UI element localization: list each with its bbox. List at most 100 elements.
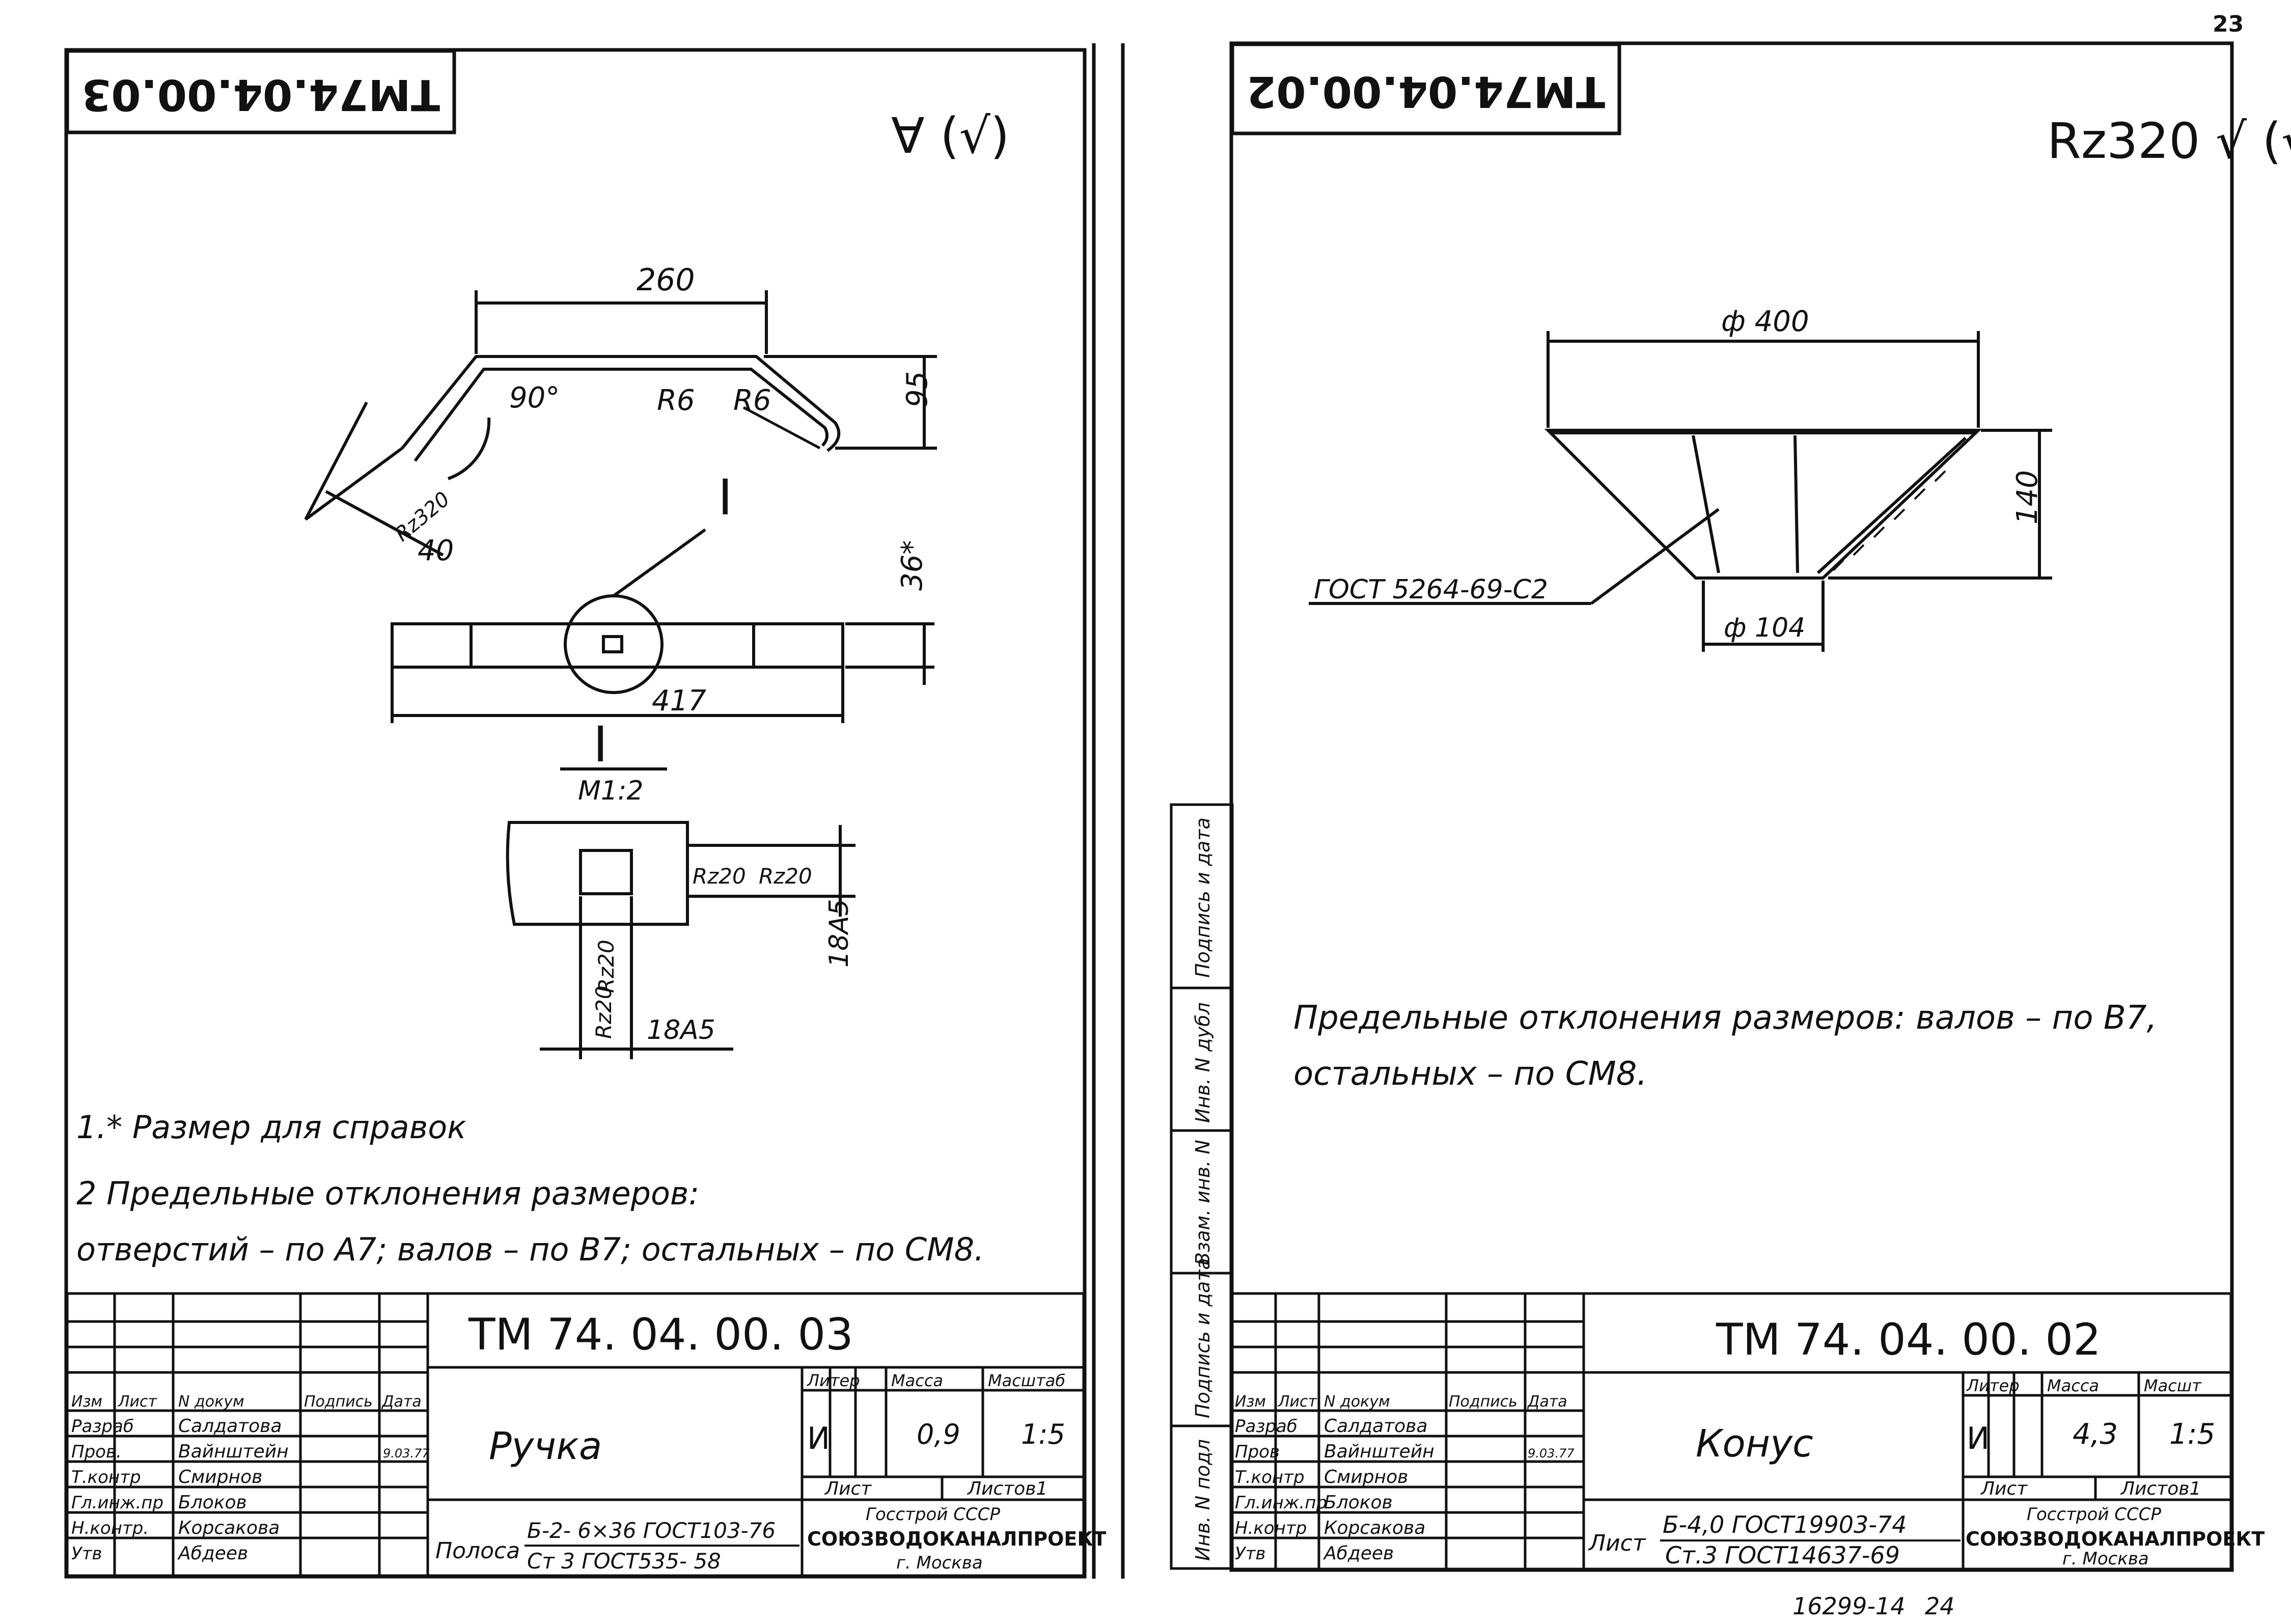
weld-spec: ГОСТ 5264-69-С2: [1314, 574, 1548, 605]
left-tb-role-5: Н.контр.: [71, 1518, 149, 1538]
left-tb-role-4: Гл.инж.пр: [71, 1493, 163, 1513]
right-rotated-code: ТМ74.04.00.02: [1247, 67, 1605, 117]
right-code-box: [1230, 42, 1621, 135]
detail-rz-c: Rz20: [594, 940, 619, 993]
left-tb-code: ТМ 74. 04. 00. 03: [468, 1309, 853, 1360]
left-tb-sheet: Лист: [824, 1478, 872, 1499]
dim-cone-height: 140: [2011, 470, 2044, 525]
left-code-box: [65, 49, 456, 134]
archive-sheet: 24: [1925, 1592, 1955, 1620]
side-strip-3: Взам. инв. N: [1192, 1140, 1214, 1265]
right-tb-mass: 4,3: [2073, 1418, 2118, 1451]
detail-size-v: 18A5: [824, 899, 854, 968]
left-tb-mass: 0,9: [917, 1418, 960, 1450]
left-tb-name-5: Корсакова: [178, 1518, 280, 1538]
detail-rz-b: Rz20: [759, 864, 812, 889]
right-tb-org1: Госстрой СССР: [2027, 1504, 2161, 1525]
cone-drawing: [1309, 331, 2052, 652]
right-tb-org2: СОЮЗВОДОКАНАЛПРОЕКТ: [1966, 1528, 2265, 1550]
dim-height: 95: [901, 371, 934, 407]
right-tb-role-6: Утв: [1235, 1544, 1266, 1564]
left-tb-name-1: Салдатова: [178, 1416, 282, 1437]
left-tb-hdr-mass: Масса: [891, 1371, 943, 1390]
right-tb-name-6: Абдеев: [1323, 1543, 1394, 1564]
left-tb-hdr-date: Дата: [381, 1393, 422, 1411]
dim-thickness: 36*: [896, 540, 929, 591]
right-tb-name-4: Блоков: [1324, 1492, 1393, 1513]
note-3: отверстий – по A7; валов – по B7; осталь…: [76, 1231, 984, 1268]
left-tb-name-2: Вайнштейн: [178, 1441, 289, 1462]
left-tb-hdr-scale: Масштаб: [988, 1371, 1065, 1390]
right-tb-material-top: Б-4,0 ГОСТ19903-74: [1663, 1511, 1907, 1538]
right-tb-name-3: Смирнов: [1324, 1467, 1408, 1488]
right-tb-role-5: Н.контр: [1235, 1518, 1307, 1538]
left-tb-date: 9.03.77: [383, 1446, 430, 1461]
right-tb-date: 9.03.77: [1528, 1446, 1575, 1461]
left-tb-liter: И: [807, 1421, 830, 1456]
side-strip-5: Инв. N подл: [1192, 1439, 1214, 1561]
dim-radius-2: R6: [733, 384, 771, 417]
right-note-1: Предельные отклонения размеров: валов – …: [1293, 999, 2157, 1037]
right-tb-role-1: Разраб: [1235, 1416, 1298, 1437]
left-tb-name-6: Абдеев: [177, 1543, 248, 1564]
detail-view: [506, 821, 855, 1059]
left-tb-name-3: Смирнов: [178, 1467, 262, 1488]
left-tb-name: Ручка: [489, 1424, 602, 1468]
dim-flange: 40: [418, 534, 454, 567]
left-tb-role-6: Утв: [71, 1544, 102, 1564]
left-tb-material-bottom: Ст 3 ГОСТ535- 58: [527, 1549, 721, 1574]
right-tb-sheets: Листов1: [2120, 1478, 2201, 1499]
left-tb-role-2: Пров.: [71, 1442, 122, 1462]
right-tb-code: ТМ 74. 04. 00. 02: [1716, 1314, 2101, 1365]
right-note-2: остальных – по СМ8.: [1293, 1055, 1647, 1093]
left-tb-sheets: Листов1: [967, 1478, 1047, 1499]
handle-plan-view: [391, 528, 934, 723]
archive-number: 16299-14: [1792, 1592, 1905, 1620]
detail-rz-a: Rz20: [693, 864, 746, 889]
side-strip-4: Подпись и дата: [1192, 1258, 1214, 1418]
left-tb-role-1: Разраб: [71, 1416, 134, 1437]
left-rotated-code: ТМ74.04.00.03: [81, 70, 440, 120]
right-tb-hdr-list: Лист: [1278, 1393, 1318, 1411]
left-tb-name-4: Блоков: [178, 1492, 247, 1513]
dim-radius-1: R6: [657, 384, 695, 417]
left-tb-material-top: Б-2- 6×36 ГОСТ103-76: [527, 1518, 776, 1543]
side-strip: [1170, 803, 1234, 1570]
right-tb-material-prefix: Лист: [1588, 1530, 1646, 1556]
right-tb-hdr-scale: Масшт: [2144, 1376, 2202, 1395]
right-tb-hdr-date: Дата: [1527, 1393, 1567, 1411]
right-tb-name-1: Салдатова: [1324, 1416, 1427, 1437]
note-1: 1.* Размер для справок: [76, 1109, 466, 1146]
handle-profile: [304, 290, 937, 557]
detail-mark: I: [593, 716, 608, 773]
left-tb-org1: Госстрой СССР: [866, 1504, 1000, 1525]
dim-top-width: 260: [637, 262, 695, 298]
detail-scale: М1:2: [578, 776, 644, 806]
right-title-block: [1231, 1292, 2232, 1571]
right-tb-name-5: Корсакова: [1324, 1518, 1425, 1538]
right-tb-role-3: Т.контр: [1235, 1467, 1305, 1488]
right-tb-material-bottom: Ст.3 ГОСТ14637-69: [1665, 1542, 1900, 1569]
left-tb-hdr-doc: N докум: [178, 1393, 244, 1411]
dim-bottom-diameter: ф 104: [1724, 613, 1805, 643]
dim-length: 417: [652, 684, 706, 718]
left-tb-material-prefix: Полоса: [435, 1538, 520, 1564]
side-strip-2: Инв. N дубл: [1192, 1002, 1214, 1123]
right-tb-org3: г. Москва: [2062, 1549, 2149, 1569]
page-number: 23: [2213, 11, 2244, 37]
right-tb-name: Конус: [1696, 1422, 1813, 1466]
side-strip-1: Подпись и дата: [1192, 817, 1214, 978]
detail-rz-d: Rz20: [591, 985, 616, 1039]
left-tb-hdr-sign: Подпись: [304, 1393, 373, 1411]
left-tb-hdr-izm: Изм: [71, 1393, 102, 1411]
dim-top-diameter: ф 400: [1721, 305, 1809, 338]
note-2: 2 Предельные отклонения размеров:: [76, 1175, 699, 1212]
detail-size-h: 18A5: [647, 1015, 715, 1045]
left-tb-org2: СОЮЗВОДОКАНАЛПРОЕКТ: [807, 1528, 1106, 1550]
left-tb-scale: 1:5: [1021, 1418, 1065, 1450]
left-tb-hdr-liter: Литер: [807, 1371, 860, 1390]
right-tb-hdr-doc: N докум: [1324, 1393, 1390, 1411]
right-tb-role-4: Гл.инж.пр: [1235, 1493, 1327, 1513]
right-tb-name-2: Вайнштейн: [1324, 1441, 1434, 1462]
